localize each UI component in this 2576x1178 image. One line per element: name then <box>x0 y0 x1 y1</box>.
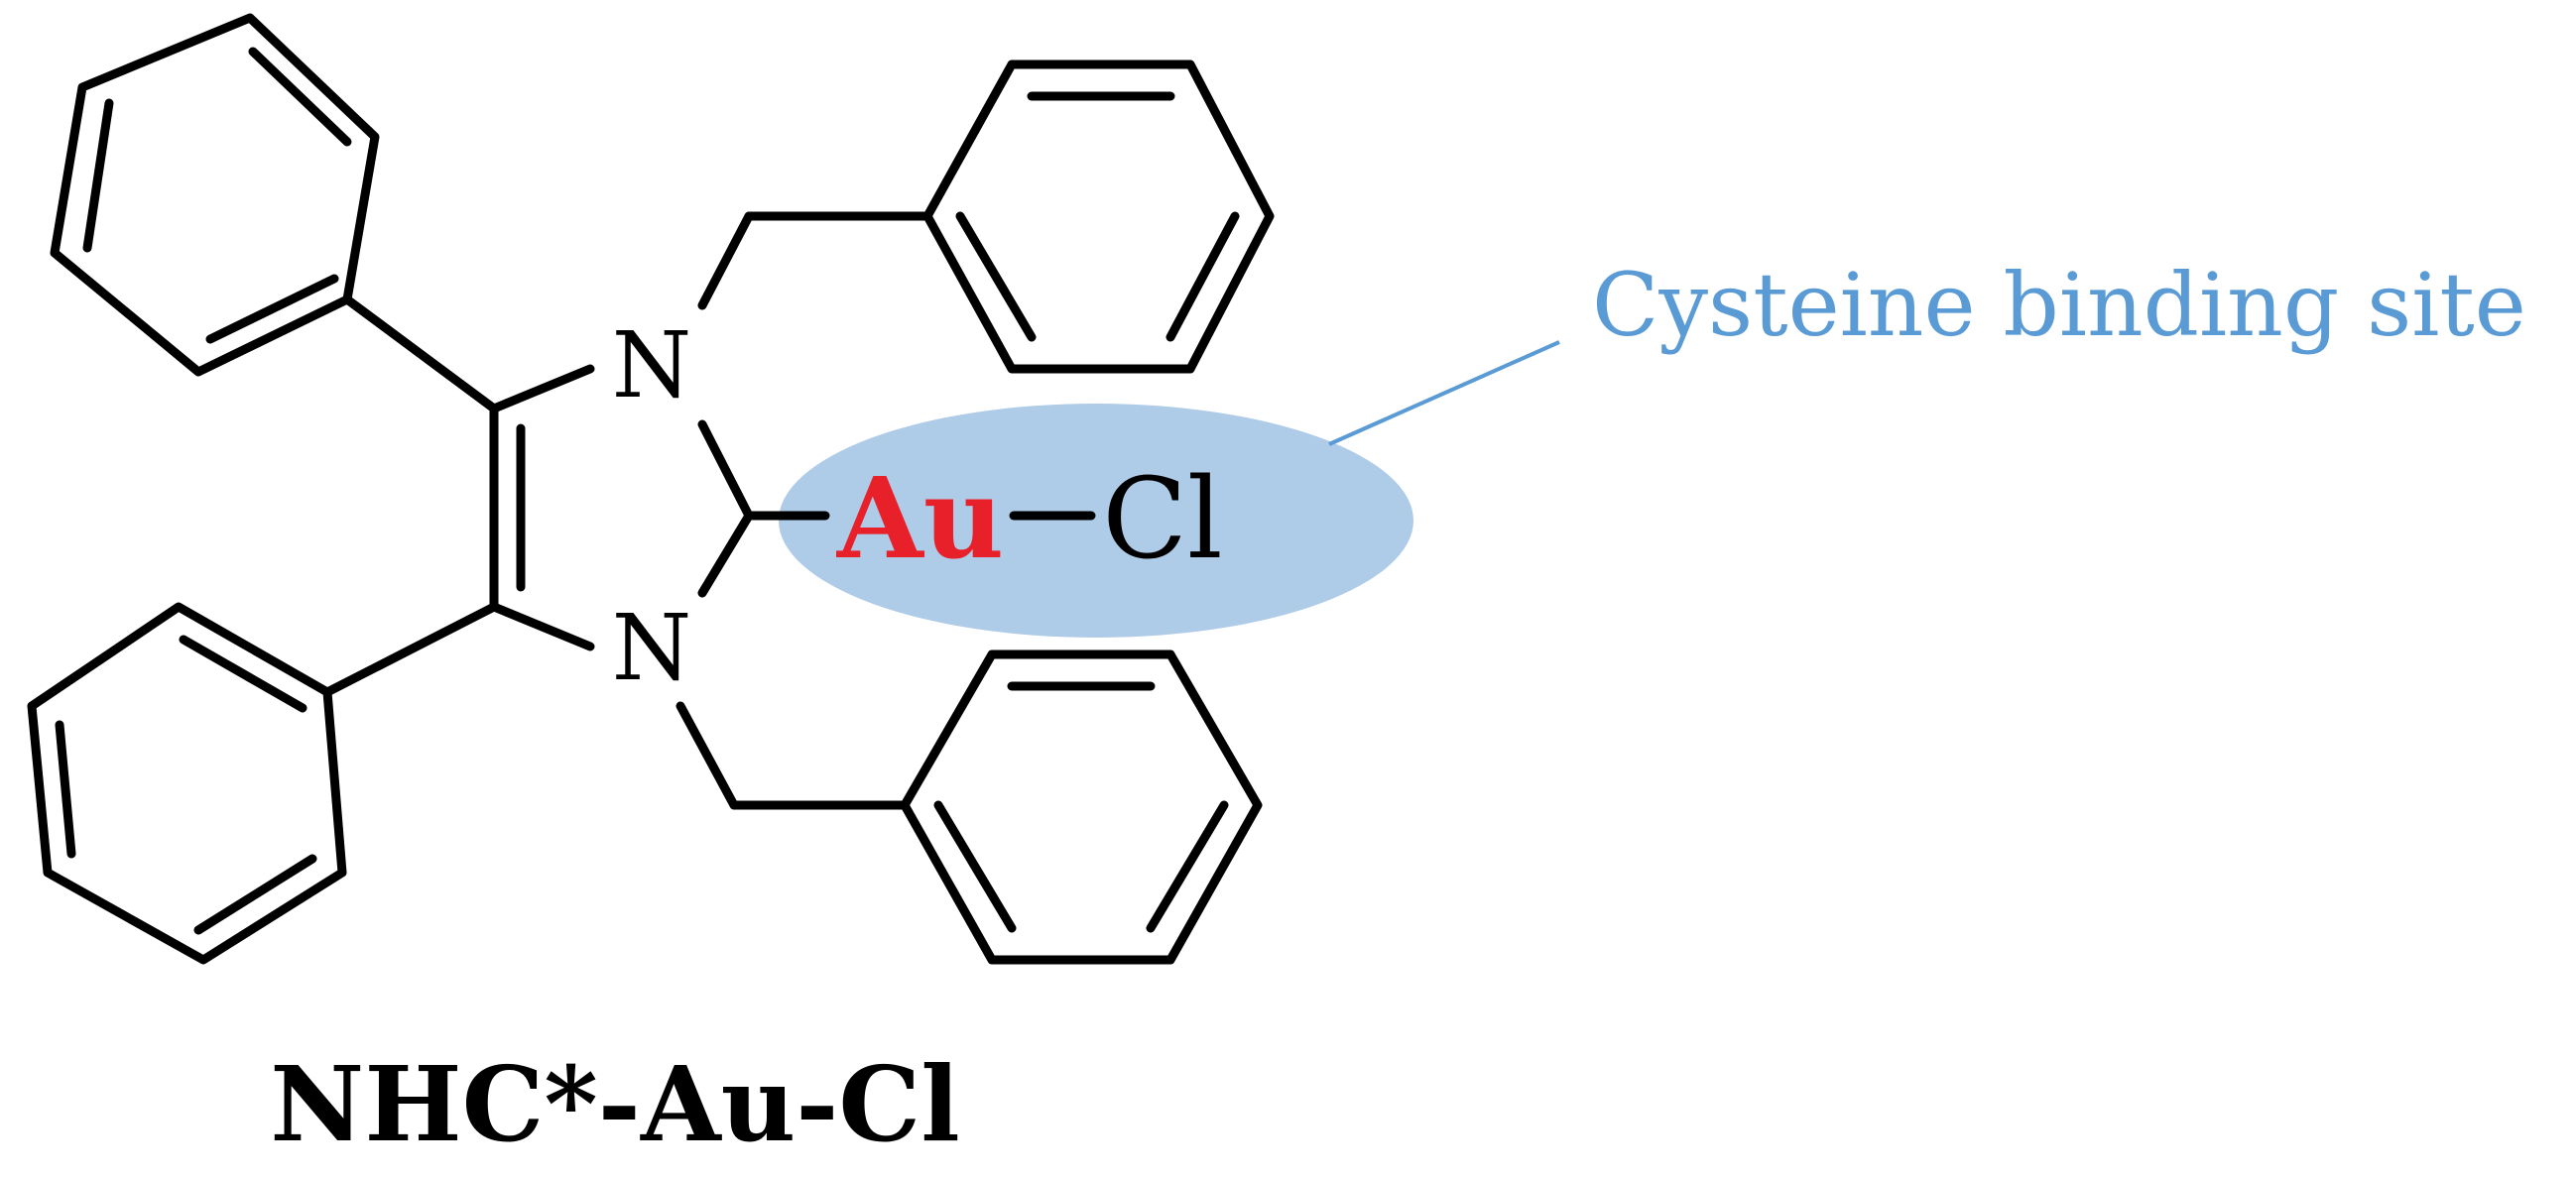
annotation-leader-line <box>1328 340 1560 446</box>
nitrogen-top-label: N <box>612 312 692 418</box>
phenyl-ring-bottom-left <box>27 602 347 965</box>
compound-name-caption: NHC*-Au-Cl <box>270 1043 959 1165</box>
cysteine-binding-site-label: Cysteine binding site <box>1592 254 2526 356</box>
phenyl-ring-top-left <box>50 13 380 377</box>
binding-site-highlight <box>779 404 1413 638</box>
nitrogen-bottom-label: N <box>612 595 692 701</box>
imidazole-core-bonds <box>322 211 1096 810</box>
chlorine-atom-label: Cl <box>1102 455 1223 584</box>
gold-atom-label: Au <box>836 454 1004 584</box>
phenyl-ring-top-right <box>922 59 1275 374</box>
phenyl-ring-bottom-right <box>900 649 1263 965</box>
